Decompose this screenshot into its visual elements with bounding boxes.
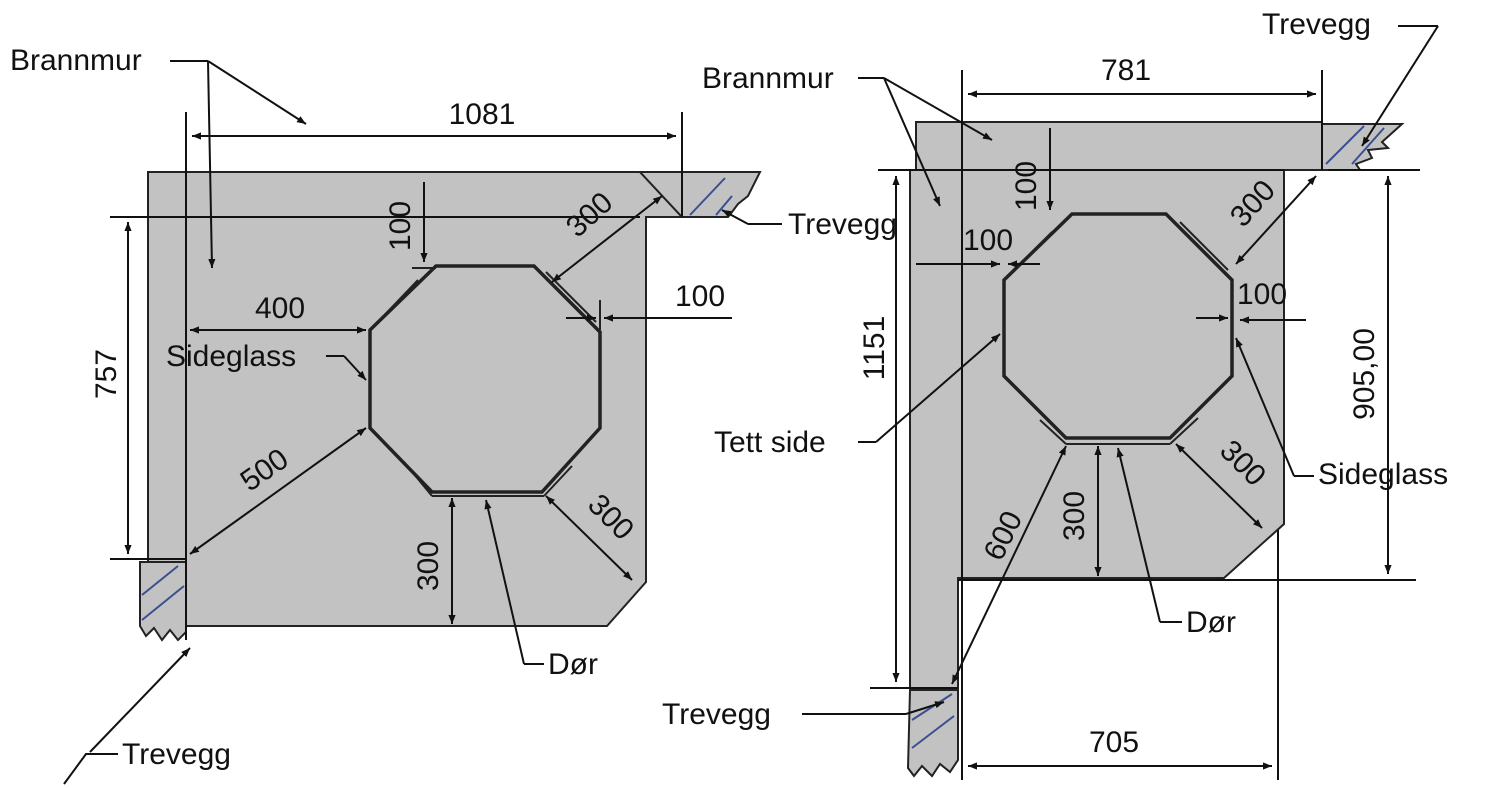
right-octagon-cabin <box>1002 212 1234 440</box>
left-dim-top-width: 1081 <box>449 98 516 131</box>
left-dim-offset-left: 400 <box>255 292 305 325</box>
left-dim-offset-bottom: 300 <box>412 541 445 591</box>
left-label-trevegg-right: Trevegg <box>788 208 897 241</box>
left-label-trevegg-bottom: Trevegg <box>122 738 231 771</box>
right-top-wood-wall <box>1321 123 1405 171</box>
right-dim-bottom-width: 705 <box>1089 726 1139 759</box>
right-dim-right-height: 905,00 <box>1348 328 1381 420</box>
right-dim-side-height: 1151 <box>858 316 891 381</box>
right-dim-offset-bottom: 300 <box>1058 491 1091 541</box>
left-top-wood-wall <box>637 171 762 218</box>
left-label-dor: Dør <box>548 648 598 681</box>
left-octagon-cabin <box>368 264 602 494</box>
left-bottom-wood-wall <box>139 561 187 642</box>
right-dim-top-width: 781 <box>1101 54 1151 87</box>
right-label-sideglass: Sideglass <box>1318 458 1448 491</box>
left-label-brannmur: Brannmur <box>10 44 142 77</box>
left-dim-side-height: 757 <box>90 349 123 399</box>
left-plan: 1081 757 100 300 100 400 500 300 300 Bra… <box>10 44 897 785</box>
right-label-trevegg-top: Trevegg <box>1262 8 1371 41</box>
right-dim-offset-left: 100 <box>963 224 1013 257</box>
left-dim-offset-right: 100 <box>675 280 725 313</box>
right-label-trevegg-bottom: Trevegg <box>662 698 771 731</box>
left-label-sideglass: Sideglass <box>166 340 296 373</box>
right-label-brannmur: Brannmur <box>702 62 834 95</box>
right-plan: 781 1151 905,00 100 100 300 100 600 300 <box>662 8 1448 780</box>
right-label-dor: Dør <box>1186 606 1236 639</box>
right-label-tett-side: Tett side <box>714 426 826 459</box>
right-dim-offset-right: 100 <box>1237 278 1287 311</box>
left-dim-offset-top: 100 <box>384 201 417 251</box>
right-dim-offset-top: 100 <box>1010 161 1043 211</box>
